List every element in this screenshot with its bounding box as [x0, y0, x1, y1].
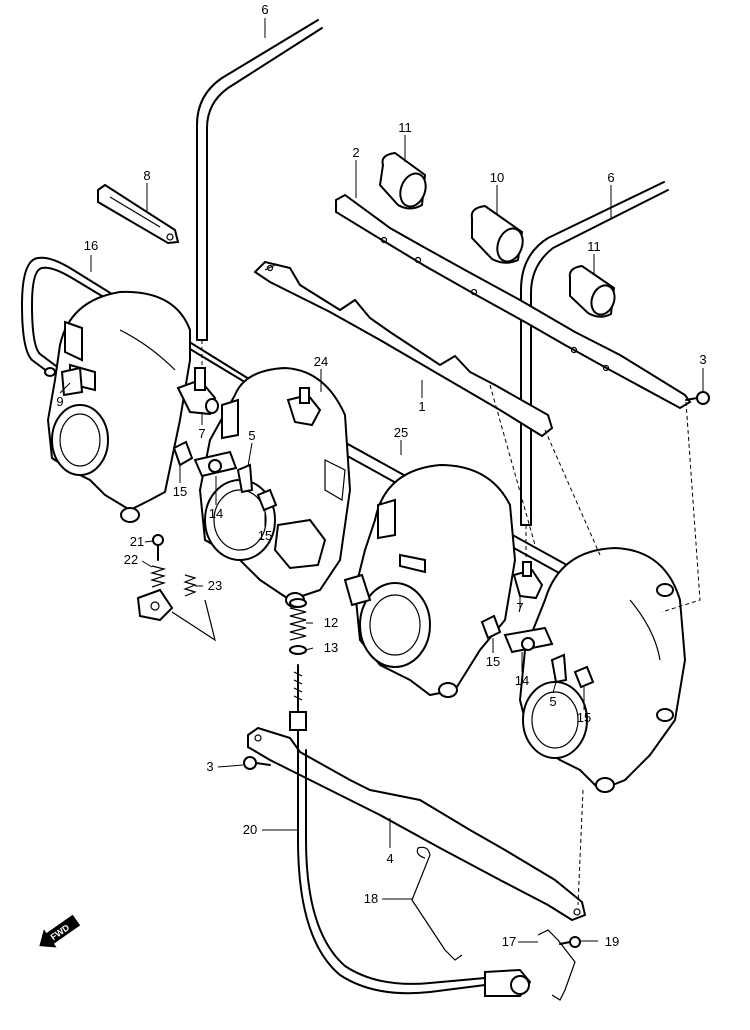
part-7-fitting-right	[512, 561, 544, 600]
dashed-line-bracket-1	[544, 429, 601, 556]
callout-5-left: 5	[248, 428, 255, 443]
part-2-upper-bracket	[335, 193, 692, 410]
part-1-lower-bracket	[253, 260, 554, 438]
callout-7-right: 7	[516, 600, 523, 615]
callout-14-left: 14	[209, 506, 223, 521]
callout-15-right-a: 15	[486, 654, 500, 669]
carburetor-body-3	[343, 463, 539, 698]
callout-6-right: 6	[607, 170, 614, 185]
part-5-clip-left	[236, 463, 254, 494]
callout-1: 1	[418, 399, 425, 414]
throttle-adjust-screw	[289, 664, 307, 749]
throttle-stop-body	[136, 588, 174, 622]
callout-21: 21	[130, 534, 144, 549]
callout-5-right: 5	[549, 694, 556, 709]
part-15-nipple-left-a	[172, 440, 194, 467]
callout-8: 8	[143, 168, 150, 183]
callout-6-left: 6	[261, 2, 268, 17]
callout-11-upper: 11	[398, 120, 412, 135]
part-23-spring	[183, 574, 197, 597]
part-15-nipple-right-a	[480, 614, 502, 640]
part-3-bolt-lower	[243, 756, 271, 770]
part-22-spring	[149, 565, 167, 588]
callouts: 6 8 11 2 10 6 11 16 3 24 1 9 7 25 5 15 1…	[56, 2, 706, 949]
part-23-bracket-lines	[171, 599, 216, 642]
callout-16: 16	[84, 238, 98, 253]
callout-18: 18	[364, 891, 378, 906]
part-4-bottom-bracket	[247, 726, 587, 922]
part-7-fitting-left	[176, 367, 219, 416]
leader-lines	[59, 18, 704, 943]
callout-22: 22	[124, 552, 138, 567]
part-19-screw	[559, 936, 581, 948]
callout-19: 19	[605, 934, 619, 949]
part-18-wire-clip	[411, 846, 463, 961]
callout-13: 13	[324, 640, 338, 655]
part-11-cap-lower	[568, 264, 616, 318]
carburetor-body-2	[198, 366, 352, 608]
callout-24: 24	[314, 354, 328, 369]
part-20-cable	[297, 749, 532, 997]
callout-15-right-b: 15	[577, 710, 591, 725]
callout-17: 17	[502, 934, 516, 949]
callout-23: 23	[208, 578, 222, 593]
callout-11-lower: 11	[587, 239, 601, 254]
carburetor-body-1	[46, 290, 191, 523]
callout-3-upper: 3	[699, 352, 706, 367]
part-14-joint-right	[503, 626, 554, 654]
callout-3-lower: 3	[206, 759, 213, 774]
part-15-nipple-left-b	[256, 488, 278, 512]
part-12-spring	[289, 598, 307, 641]
part-14-joint-left	[193, 450, 238, 478]
callout-2: 2	[352, 145, 359, 160]
dashed-line-bracket-2	[661, 401, 701, 613]
carburetor-body-4	[518, 546, 687, 793]
callout-10: 10	[490, 170, 504, 185]
callout-20: 20	[243, 822, 257, 837]
part-15-nipple-right-b	[573, 665, 595, 689]
callout-25: 25	[394, 425, 408, 440]
callout-12: 12	[324, 615, 338, 630]
callout-4: 4	[386, 851, 393, 866]
part-24-fitting	[286, 387, 322, 427]
part-21-screw	[152, 534, 164, 561]
part-9-holder	[60, 366, 84, 397]
part-5-clip-right	[550, 653, 568, 684]
part-11-cap-upper	[378, 151, 427, 210]
part-17-wire-clip	[537, 929, 576, 1001]
part-10-cap	[470, 204, 524, 264]
callout-15-left-b: 15	[258, 528, 272, 543]
callout-9: 9	[56, 394, 63, 409]
callout-14-right: 14	[515, 673, 529, 688]
callout-7-left: 7	[198, 426, 205, 441]
callout-15-left-a: 15	[173, 484, 187, 499]
dashed-line-bottom-bracket	[577, 789, 584, 906]
part-3-bolt-upper	[685, 391, 710, 405]
fwd-arrow-icon: FWD	[39, 914, 81, 948]
part-8-bracket	[97, 183, 180, 245]
part-13-washer	[289, 645, 307, 655]
